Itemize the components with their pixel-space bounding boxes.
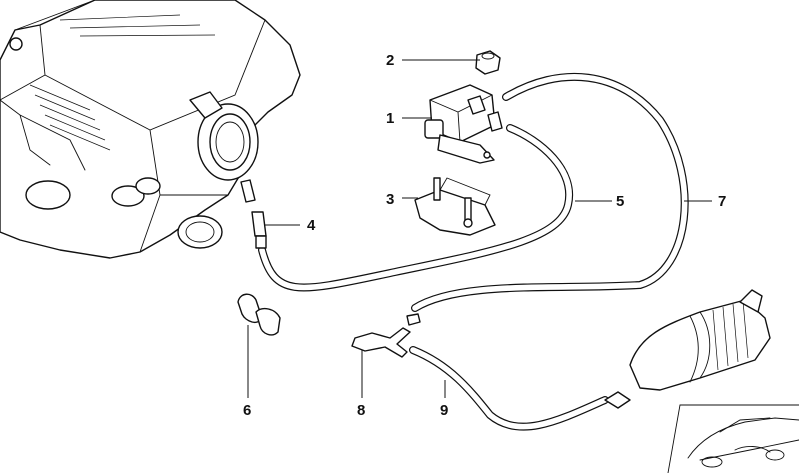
hose-clip [237, 293, 281, 336]
callouts: 2 1 3 4 5 7 6 8 9 [243, 52, 726, 419]
hoses [258, 72, 689, 431]
t-connector [351, 313, 421, 358]
solenoid-valve [424, 84, 503, 164]
carbon-canister [604, 289, 771, 409]
hose-connector [251, 211, 267, 249]
callout-1: 1 [386, 110, 394, 127]
nut [475, 50, 501, 75]
vehicle-inset [667, 404, 799, 473]
bracket [414, 177, 496, 236]
callout-7: 7 [718, 193, 726, 210]
callout-4: 4 [307, 217, 316, 234]
callout-2: 2 [386, 52, 394, 69]
callout-6: 6 [243, 402, 251, 419]
callout-9: 9 [440, 402, 448, 419]
callout-3: 3 [386, 191, 394, 208]
air-filter-housing [0, 0, 301, 259]
leader-lines [247, 59, 712, 398]
callout-5: 5 [616, 193, 624, 210]
callout-8: 8 [357, 402, 365, 419]
